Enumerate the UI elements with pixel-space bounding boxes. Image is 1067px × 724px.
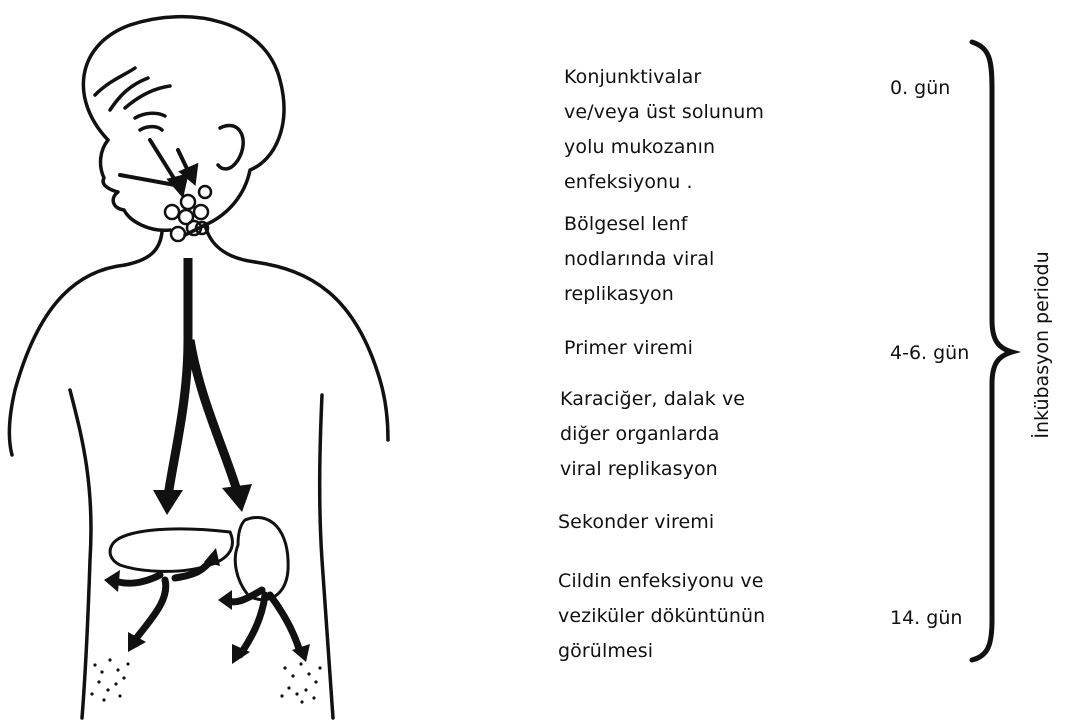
- eye: [140, 127, 162, 130]
- neck-left: [125, 232, 162, 265]
- ear: [218, 126, 243, 169]
- torso-right: [255, 262, 388, 718]
- stage-secondary-viremia: Sekonder viremi: [558, 505, 714, 540]
- incubation-brace: [972, 42, 1012, 660]
- day-14: 14. gün: [890, 606, 962, 630]
- eyebrow: [135, 113, 165, 118]
- hair-fringe: [95, 68, 170, 110]
- stage-lymph-node-replication: Bölgesel lenf nodlarında viral replikasy…: [564, 207, 714, 312]
- stage-conjunctival-infection: Konjunktivalar ve/veya üst solunum yolu …: [564, 60, 764, 200]
- rash-dots: [90, 658, 321, 703]
- stage-organ-replication: Karaciğer, dalak ve diğer organlarda vir…: [560, 382, 745, 487]
- viremia-arrows: [168, 258, 238, 496]
- face-arrows: [120, 140, 196, 194]
- lymph-nodes: [165, 186, 211, 241]
- torso-left: [9, 265, 125, 718]
- stage-skin-rash: Cildin enfeksiyonu ve veziküler döküntün…: [558, 564, 765, 669]
- stage-primary-viremia: Primer viremi: [564, 331, 693, 366]
- day-0: 0. gün: [890, 76, 950, 100]
- neck-right: [205, 225, 255, 262]
- incubation-period-label: İnkübasyon periodu: [1031, 251, 1053, 438]
- liver: [110, 529, 232, 572]
- day-4-6: 4-6. gün: [890, 341, 969, 365]
